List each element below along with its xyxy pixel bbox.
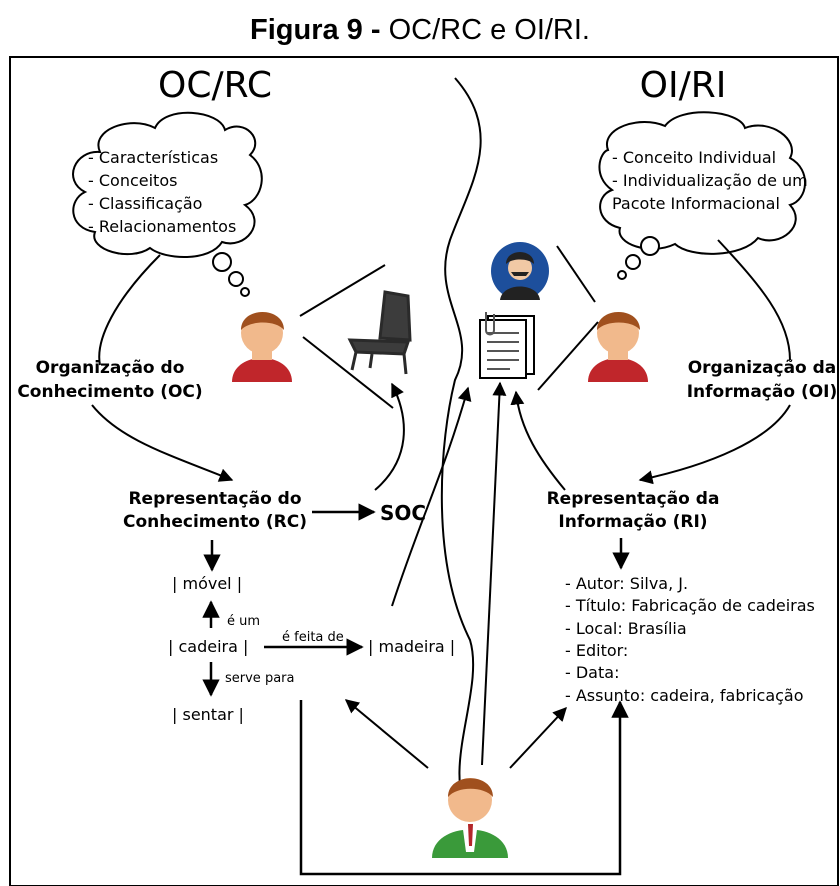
figure-label: Figura 9 - [250,14,381,46]
record-line-5: - Data: [565,663,619,682]
arrow-user-to-concepts [344,699,429,769]
line-oc-person-chair [299,264,386,317]
left-cloud-line-1: - Características [88,148,218,167]
concept-movel: | móvel | [172,574,242,593]
relation-feita-de: é feita de [282,630,344,645]
record-line-2: - Título: Fabricação de cadeiras [565,596,815,615]
arrow-ri-to-document [510,390,566,491]
arrow-oi-to-ri [638,404,791,485]
left-cloud-line-3: - Classificação [88,194,202,213]
arrow-user-to-record [509,706,567,769]
arrow-madeira-to-document [391,386,472,607]
record-line-4: - Editor: [565,641,628,660]
line-oi-person-doc [537,321,599,391]
right-cloud-line-2: - Individualização de um [612,171,808,190]
ri-label-line-2: Informação (RI) [558,512,707,532]
user-icon [432,778,508,858]
person-oc-icon [232,312,292,382]
arrow-oc-to-rc [91,404,234,482]
oc-label-line-1: Organização do [36,358,185,378]
center-divider [440,77,482,816]
concept-cadeira: | cadeira | [168,637,248,656]
record-line-6: - Assunto: cadeira, fabricação [565,686,804,705]
line-oi-person-portrait [556,245,596,303]
figure-frame [9,56,839,886]
arrow-soc-to-chair [374,382,405,491]
oi-label-line-1: Organização da [688,358,837,378]
figure-title: Figura 9 - OC/RC e OI/RI. [0,14,840,47]
left-thought-cloud: - Características - Conceitos - Classifi… [72,111,263,297]
concept-madeira: | madeira | [368,637,455,656]
oc-label-line-2: Conhecimento (OC) [17,382,202,402]
right-side-title: OI/RI [640,65,727,106]
right-cloud-curve [717,239,791,361]
document-icon [479,312,535,379]
ri-label-line-1: Representação da [547,489,720,509]
line-oc-person-down [302,336,394,409]
rc-label-line-2: Conhecimento (RC) [123,512,307,532]
left-side-title: OC/RC [158,65,272,106]
record-line-1: - Autor: Silva, J. [565,574,688,593]
record-line-3: - Local: Brasília [565,619,687,638]
oi-label-line-2: Informação (OI) [687,382,838,402]
right-cloud-line-1: - Conceito Individual [612,148,776,167]
figure-caption: OC/RC e OI/RI. [388,14,590,46]
chair-icon [347,290,412,375]
left-cloud-line-2: - Conceitos [88,171,177,190]
concept-sentar: | sentar | [172,705,244,724]
relation-serve-para: serve para [225,671,294,686]
bottom-loop-connector [299,700,629,876]
relation-e-um: é um [227,614,260,629]
left-cloud-curve [98,254,161,366]
person-oi-icon [588,312,648,382]
portrait-icon [491,242,549,300]
right-thought-cloud: - Conceito Individual - Individualização… [598,111,808,280]
soc-label: SOC [380,501,426,525]
left-cloud-line-4: - Relacionamentos [88,217,236,236]
rc-label-line-1: Representação do [128,489,301,509]
right-cloud-line-3: Pacote Informacional [612,194,780,213]
arrow-user-to-document [481,381,507,766]
